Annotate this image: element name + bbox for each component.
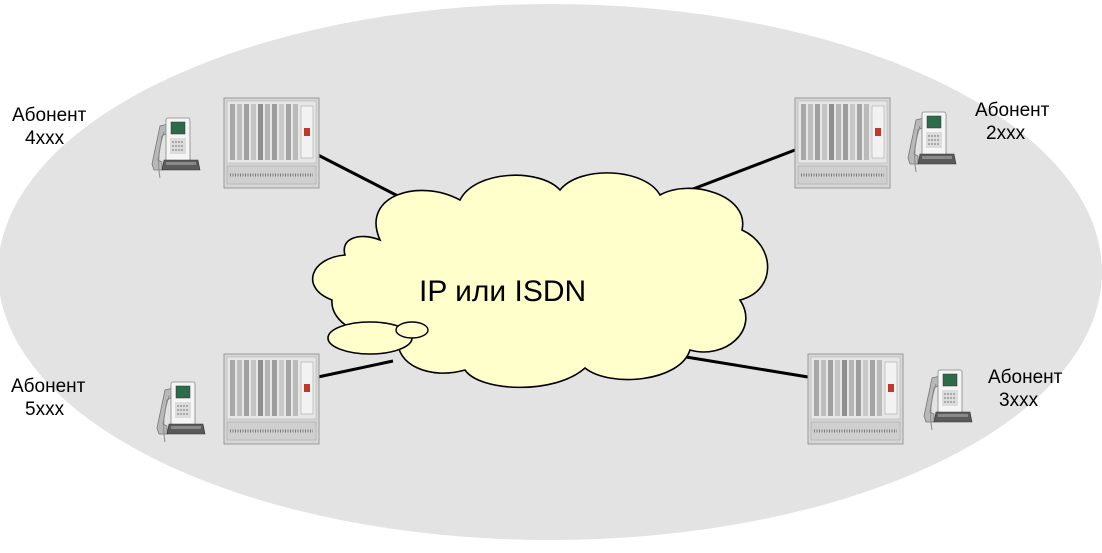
- subscriber-label-3xxx: Абонент 3xxx: [988, 366, 1062, 412]
- pbx-2xxx: [793, 96, 892, 190]
- subscriber-label-2xxx: Абонент 2xxx: [975, 99, 1049, 145]
- subscriber-label-4xxx: Абонент 4xxx: [12, 104, 86, 150]
- subscriber-name: Абонент: [12, 105, 87, 126]
- subscriber-number: 2xxx: [986, 123, 1026, 144]
- pbx-5xxx: [222, 352, 321, 446]
- subscriber-name: Абонент: [988, 367, 1063, 388]
- link-5xxx: [317, 359, 394, 379]
- pbx-4xxx: [222, 96, 321, 190]
- link-3xxx: [679, 354, 809, 379]
- network-label: IP или ISDN: [419, 275, 587, 308]
- subscriber-number: 4xxx: [25, 128, 65, 149]
- subscriber-number: 5xxx: [25, 399, 65, 420]
- network-cloud: [312, 172, 769, 389]
- subscriber-label-5xxx: Абонент 5xxx: [11, 375, 85, 421]
- subscriber-name: Абонент: [11, 376, 86, 397]
- subscriber-number: 3xxx: [999, 390, 1039, 411]
- pbx-3xxx: [806, 352, 905, 446]
- subscriber-name: Абонент: [975, 100, 1050, 121]
